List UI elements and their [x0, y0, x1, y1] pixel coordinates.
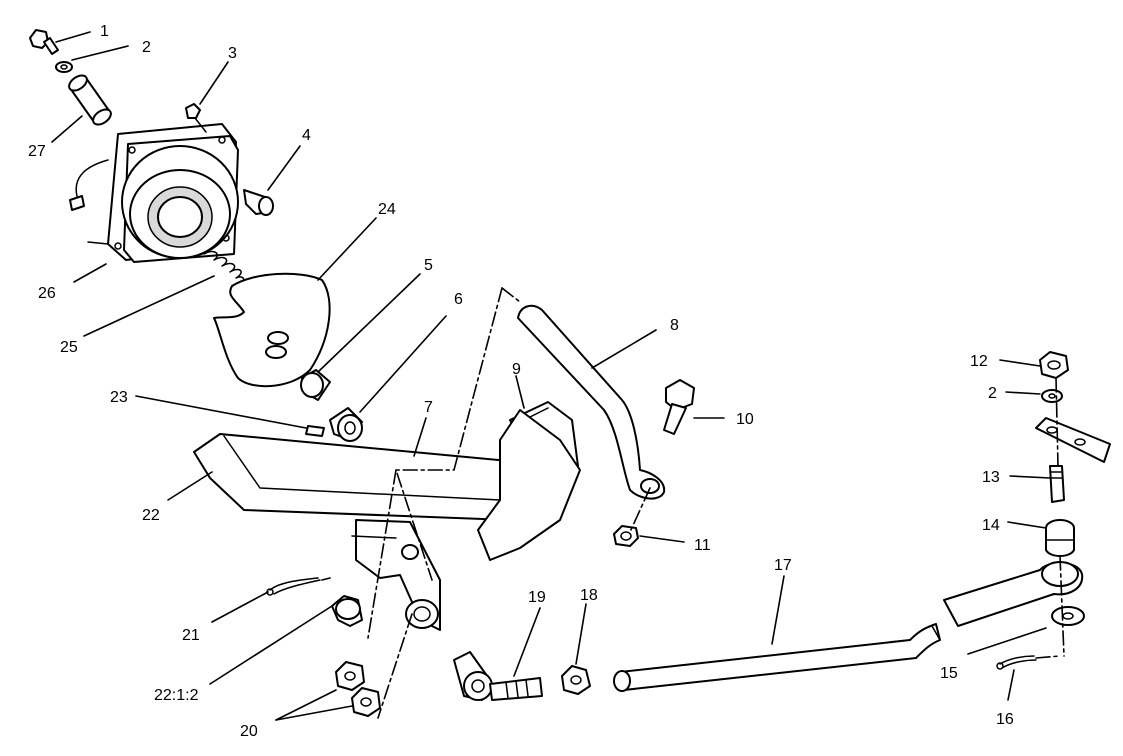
callout-7: 7	[424, 399, 433, 416]
callout-15: 15	[940, 665, 958, 682]
part-sleeve-27	[68, 74, 112, 126]
part-washer-2	[1041, 389, 1063, 403]
assembly-lines	[321, 287, 1065, 719]
callout-1: 1	[100, 23, 109, 40]
callout-24: 24	[378, 201, 396, 218]
callout-25: 25	[60, 339, 78, 356]
callout-27: 27	[28, 143, 46, 160]
callout-17: 17	[774, 557, 792, 574]
part-stud-13	[1049, 465, 1065, 503]
callout-26: 26	[38, 285, 56, 302]
callout-23: 23	[110, 389, 128, 406]
callout-20: 20	[240, 723, 258, 740]
callout-labels: 1 2 3 4 24 27 26 25 5 6 8 9 7 10 23 22 1…	[28, 23, 1014, 740]
callout-12: 12	[970, 353, 988, 370]
part-link-plate	[1035, 417, 1111, 463]
part-cotter-pin-16	[996, 655, 1037, 670]
callout-2: 2	[142, 39, 151, 56]
callout-19: 19	[528, 589, 546, 606]
part-bolt-1	[29, 29, 59, 55]
part-nut-18	[561, 665, 591, 695]
part-nut-12	[1039, 351, 1069, 379]
part-nut-11	[613, 525, 639, 547]
callout-2-right: 2	[988, 385, 997, 402]
part-spacer-5	[300, 369, 331, 401]
part-screw-4	[243, 189, 274, 216]
callout-10: 10	[736, 411, 754, 428]
callout-16: 16	[996, 711, 1014, 728]
part-bracket-bushing	[405, 599, 439, 629]
part-nut-3	[185, 103, 207, 133]
part-spring-25	[203, 250, 245, 287]
part-bolt-10	[663, 379, 695, 435]
part-lock-washer-2	[55, 61, 73, 73]
part-nuts-20	[335, 661, 381, 717]
part-bushing-14	[1045, 519, 1075, 557]
callout-3: 3	[228, 45, 237, 62]
callout-5: 5	[424, 257, 433, 274]
part-clutch-housing-26	[69, 123, 239, 263]
callout-9: 9	[512, 361, 521, 378]
part-rod-end-19	[453, 651, 543, 701]
part-collar-6	[329, 407, 363, 442]
part-plate-24	[213, 272, 331, 388]
part-rod-17	[613, 623, 941, 692]
callout-22: 22	[142, 507, 160, 524]
part-set-screw-23	[305, 425, 325, 437]
callout-6: 6	[454, 291, 463, 308]
callout-14: 14	[982, 517, 1000, 534]
callout-22-1-2: 22:1:2	[154, 687, 199, 704]
callout-4: 4	[302, 127, 311, 144]
callout-21: 21	[182, 627, 200, 644]
part-cotter-pin-21	[266, 577, 321, 596]
part-pedal-arm-8	[517, 304, 666, 500]
callout-13: 13	[982, 469, 1000, 486]
callout-11: 11	[694, 537, 711, 554]
leader-lines	[51, 31, 1051, 721]
callout-8: 8	[670, 317, 679, 334]
callout-18: 18	[580, 587, 598, 604]
part-bushing-22-1-2	[331, 595, 363, 627]
